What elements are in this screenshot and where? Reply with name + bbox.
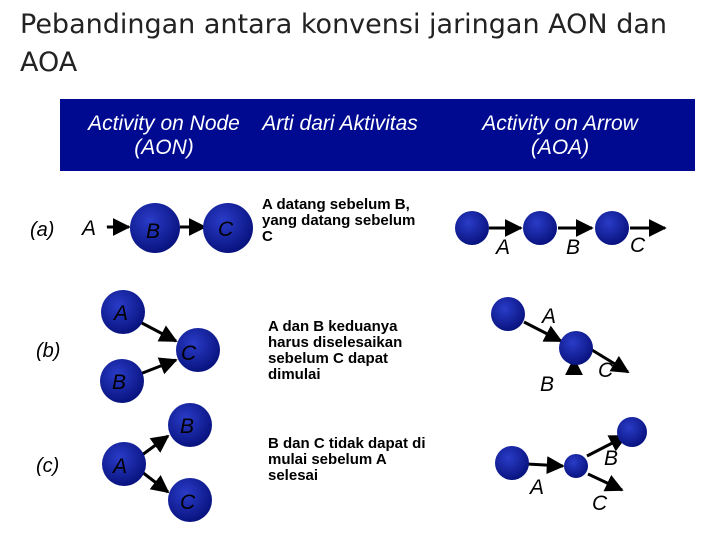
aon-a-label-c: C — [218, 218, 234, 241]
aoa-a-label-c: C — [630, 234, 646, 257]
aoa-a-label-b: B — [566, 236, 580, 259]
aoa-a-label-a: A — [494, 236, 510, 259]
aoa-b-label-c: C — [598, 359, 614, 382]
aon-c-arrow-ac — [141, 470, 170, 494]
header-arti: Arti dari Aktivitas — [262, 112, 418, 135]
aoa-a-event-3 — [595, 211, 629, 245]
aon-c-node-b — [168, 403, 212, 447]
aoa-c-event-1 — [495, 446, 529, 480]
description-a: A datang sebelum B, yang datang sebelum … — [262, 196, 416, 245]
row-label-a: (a) — [30, 219, 55, 241]
aoa-b-label-a: A — [540, 305, 556, 328]
aon-a: A B C — [73, 203, 253, 253]
aoa-b-arrow-c — [591, 348, 630, 374]
aon-b-arrow-ac — [139, 320, 178, 343]
aon-b-arrow-bc — [139, 357, 178, 376]
aon-c: A B C — [102, 403, 212, 522]
aoa-c-arrow-a — [526, 456, 565, 475]
aoa-a-event-2 — [523, 211, 557, 245]
aon-c-arrow-ab — [141, 434, 170, 457]
aoa-b-event-a — [491, 297, 525, 331]
row-label-c: (c) — [36, 455, 60, 477]
aoa-a: A B C — [455, 211, 667, 259]
aon-b-node-c — [176, 328, 220, 372]
description-c: B dan C tidak dapat di mulai sebelum A s… — [268, 435, 426, 484]
aoa-c-event-2 — [564, 454, 588, 478]
aon-a-label-a: A — [80, 217, 96, 240]
header-aon: Activity on Node (AON) — [88, 112, 240, 159]
aoa-c: A B C — [495, 417, 647, 515]
aon-b-label-c: C — [181, 342, 197, 365]
aon-b-node-b — [100, 359, 144, 403]
slide-title: Pebandingan antara konvensi jaringan AON… — [20, 9, 667, 78]
aoa-a-event-1 — [455, 211, 489, 245]
aon-b-label-b: B — [112, 371, 126, 394]
aon-c-node-c — [168, 478, 212, 522]
aon-b-node-a — [101, 290, 145, 334]
aon-c-label-a: A — [111, 455, 127, 478]
aon-c-label-c: C — [180, 491, 196, 514]
aoa-b-event-merge — [559, 331, 593, 365]
aoa-b-label-b: B — [540, 373, 554, 396]
aoa-b: A B C — [491, 297, 630, 396]
aoa-c-event-b — [617, 417, 647, 447]
aon-a-node-b — [130, 203, 180, 253]
aon-a-node-a-bg — [73, 211, 107, 245]
aon-b: A C B — [100, 290, 220, 403]
header-aoa: Activity on Arrow (AOA) — [482, 112, 638, 159]
description-b: A dan B keduanya harus diselesaikan sebe… — [268, 318, 403, 383]
aoa-c-label-c: C — [592, 492, 608, 515]
aon-b-label-a: A — [112, 302, 128, 325]
aoa-c-label-b: B — [604, 447, 618, 470]
aoa-c-arrow-c — [587, 472, 624, 492]
header-band — [60, 99, 695, 171]
aoa-c-label-a: A — [528, 476, 544, 499]
aon-c-node-a — [102, 442, 146, 486]
aon-a-label-b: B — [146, 220, 160, 243]
aoa-b-dummy-a — [523, 320, 563, 343]
aon-a-node-c — [203, 203, 253, 253]
row-label-b: (b) — [36, 340, 61, 362]
aon-c-label-b: B — [180, 415, 194, 438]
